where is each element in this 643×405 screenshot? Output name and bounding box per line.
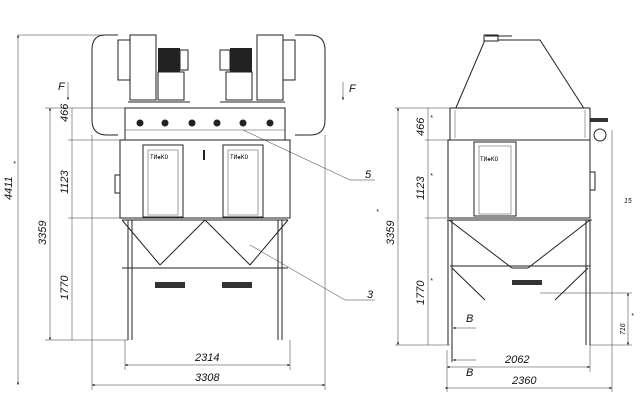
left-fan-inlet — [117, 39, 131, 81]
side-view: ТИ◈КО 3359 * 466 * 1123 * 1770 * 716 * 1… — [376, 34, 634, 392]
left-duct-housing — [91, 34, 118, 136]
dim-3359: 3359 — [37, 221, 49, 245]
side-door — [473, 141, 517, 217]
section-marker-b-bottom: B — [466, 367, 473, 379]
dim-466-side: 466 — [415, 117, 427, 136]
dim-1123-side: 1123 — [415, 175, 427, 200]
dim-2062: 2062 — [504, 354, 529, 366]
side-handle — [590, 171, 596, 191]
left-fan — [129, 34, 157, 101]
dim-3359-side: 3359 — [385, 221, 397, 245]
dim-2314: 2314 — [194, 352, 219, 364]
left-motor-end — [179, 49, 189, 71]
section-marker-f-right: F — [349, 83, 357, 95]
dim-4411: 4411 — [3, 176, 15, 200]
dim-1770-side: 1770 — [415, 280, 427, 305]
section-marker-f-left: F — [58, 81, 66, 93]
front-hopper — [121, 219, 289, 266]
side-plenum — [449, 107, 591, 141]
front-door-left — [142, 144, 184, 218]
dim-1123: 1123 — [59, 169, 71, 194]
side-filter-section — [447, 139, 591, 219]
dim-mark: * — [430, 173, 433, 180]
section-marker-b-top: B — [466, 313, 473, 325]
right-motor-stand — [225, 71, 253, 101]
side-valve — [593, 128, 607, 142]
dim-mark: * — [376, 209, 379, 216]
side-hood — [454, 39, 586, 111]
door-logo: ТИ◈КО — [480, 156, 498, 163]
door-logo: ТИ◈КО — [150, 154, 168, 161]
note-15: 15 — [624, 198, 632, 205]
side-screw-outlet — [512, 280, 542, 285]
front-view: ТИ◈КО ТИ◈КО 4411 * 3359 466 1123 1770 23… — [3, 34, 375, 390]
right-motor — [230, 48, 252, 72]
front-door-right — [222, 144, 264, 218]
dim-466: 466 — [59, 103, 71, 122]
dim-1770: 1770 — [59, 275, 71, 300]
left-motor-stand — [157, 71, 185, 101]
front-plenum — [124, 107, 286, 141]
door-logo: ТИ◈КО — [230, 154, 248, 161]
callout-3: 3 — [367, 289, 374, 301]
front-handle — [114, 174, 120, 194]
dim-3308: 3308 — [195, 372, 220, 384]
screw-outlets — [155, 282, 252, 288]
dim-mark: * — [13, 161, 16, 168]
pulse-valves — [136, 119, 274, 127]
dim-2360: 2360 — [511, 375, 537, 387]
right-fan — [256, 34, 284, 101]
right-duct-housing — [295, 34, 326, 136]
right-motor-end — [219, 49, 231, 71]
dim-mark: * — [430, 278, 433, 285]
left-motor — [158, 48, 180, 72]
callout-5: 5 — [365, 169, 372, 181]
dim-mark: * — [631, 313, 634, 320]
dim-716: 716 — [620, 323, 627, 335]
dim-mark: * — [430, 115, 433, 122]
side-hopper — [447, 219, 592, 269]
right-fan-inlet — [282, 39, 296, 81]
